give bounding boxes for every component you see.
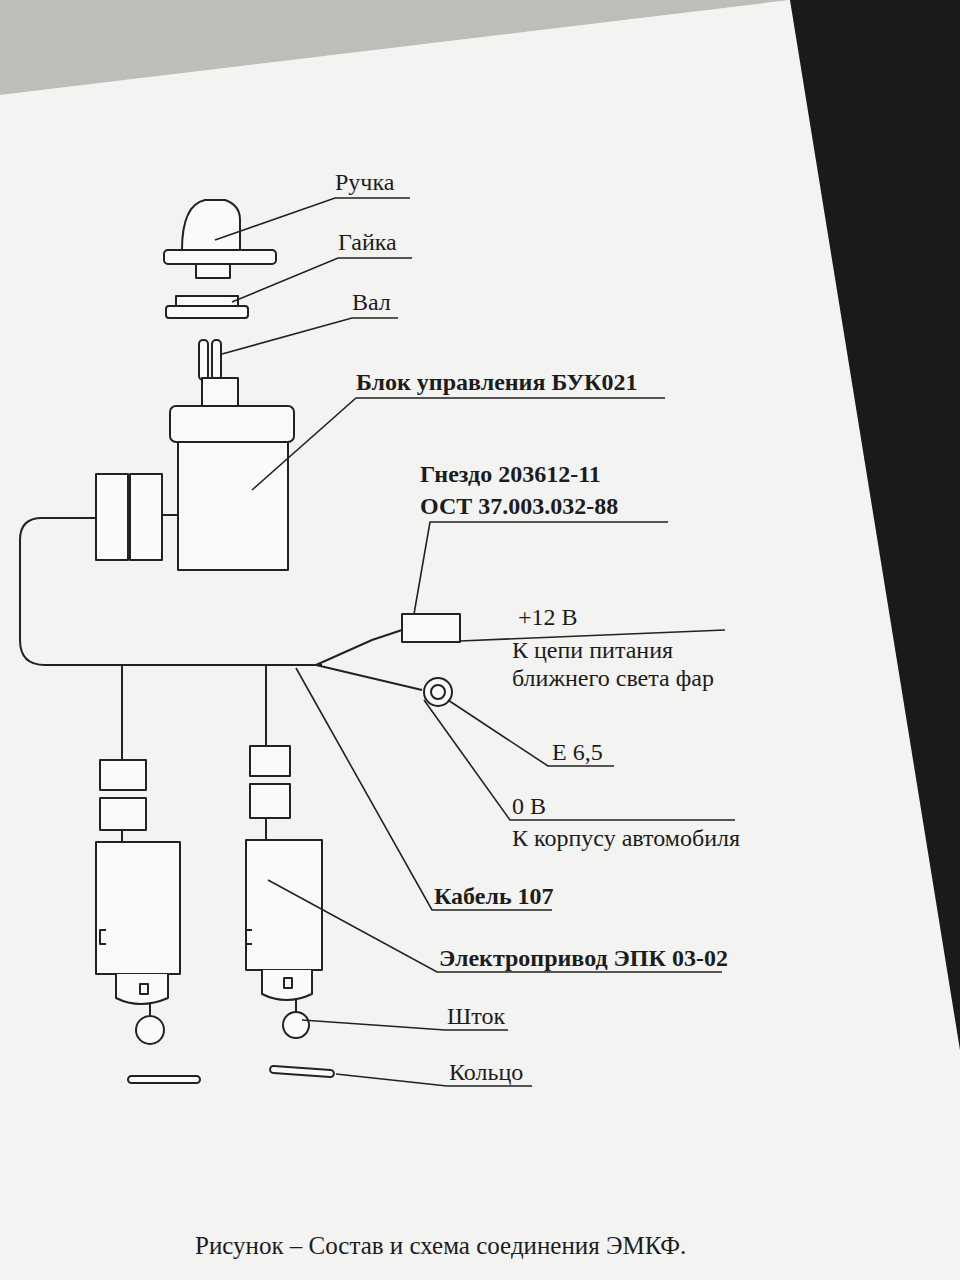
leader-line	[252, 398, 665, 490]
control-unit-collar	[170, 406, 294, 442]
signal-name: +12 В	[518, 603, 578, 631]
part-name: Вал	[352, 288, 391, 316]
actuator-body	[96, 842, 180, 974]
connection-note: К корпусу автомобиля	[512, 824, 740, 852]
standard-number: ОСТ 37.003.032-88	[420, 492, 618, 520]
part-name: Ручка	[335, 168, 394, 196]
leader-line	[424, 700, 735, 820]
ring	[270, 1066, 334, 1077]
cable-harness	[20, 518, 322, 665]
actuator-connector	[250, 746, 290, 776]
ring	[128, 1076, 200, 1083]
rod-ball	[283, 1012, 309, 1038]
ring-terminal	[424, 678, 452, 706]
connection-note: К цепи питания ближнего света фар	[512, 636, 732, 692]
handle	[182, 200, 240, 250]
connector	[96, 474, 128, 560]
actuator-connector	[100, 760, 146, 790]
actuator-connector	[250, 784, 290, 818]
shaft-prong	[199, 340, 208, 380]
actuator-clip	[100, 930, 106, 944]
terminal-size: Е 6,5	[552, 738, 603, 766]
ring-terminal-hole	[431, 685, 445, 699]
handle-stem	[196, 264, 230, 278]
part-name: Кольцо	[449, 1058, 523, 1086]
leader-line	[414, 522, 668, 614]
shaft-prong	[212, 340, 221, 380]
wire	[265, 665, 267, 746]
part-number: Гнездо 203612-11	[420, 460, 601, 488]
leader-line	[222, 318, 398, 354]
part-name: Кабель 107	[434, 882, 554, 910]
figure-caption: Рисунок – Состав и схема соединения ЭМКФ…	[195, 1232, 686, 1260]
nut	[176, 296, 238, 306]
actuator-mark	[140, 984, 148, 994]
wire-to-socket	[316, 630, 402, 665]
signal-name: 0 В	[512, 792, 546, 820]
actuator-mark	[284, 978, 292, 988]
actuator-connector	[100, 798, 146, 830]
wire	[121, 830, 123, 842]
rod-ball	[136, 1016, 164, 1044]
part-name: Шток	[447, 1002, 505, 1030]
nut-base	[166, 306, 248, 318]
rod	[149, 1004, 151, 1016]
shaft-base	[202, 378, 238, 406]
rod	[295, 1000, 297, 1012]
connector	[130, 474, 162, 560]
actuator-body	[246, 840, 322, 970]
leader-line	[296, 668, 552, 910]
part-name: Блок управления БУК021	[356, 368, 637, 396]
wire-to-ground	[316, 665, 422, 690]
socket	[402, 614, 460, 642]
handle-flange	[164, 250, 276, 264]
wire	[265, 818, 267, 840]
wire	[121, 665, 123, 760]
actuator-nose	[116, 974, 168, 1004]
actuator-nose	[262, 970, 312, 1000]
leader-line	[448, 700, 614, 766]
wire	[162, 514, 178, 516]
actuator-clip	[246, 930, 252, 944]
part-name: Электропривод ЭПК 03-02	[439, 944, 728, 972]
part-name: Гайка	[338, 228, 397, 256]
control-unit-body	[178, 442, 288, 570]
dark-background	[790, 0, 960, 1050]
